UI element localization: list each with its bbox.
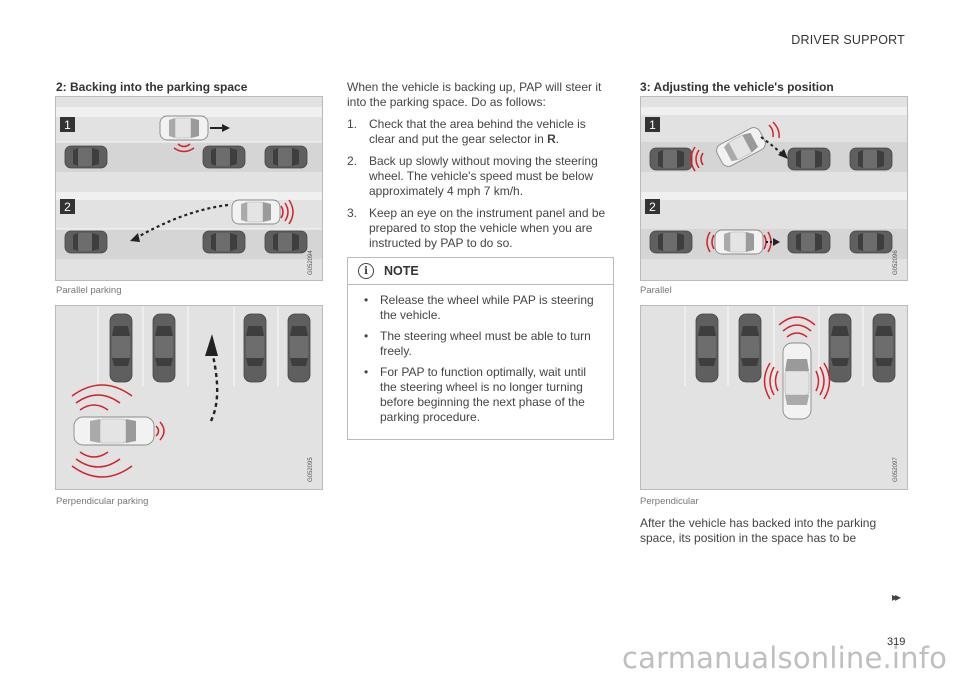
steps-list: 1. Check that the area behind the vehicl… bbox=[347, 117, 612, 258]
step-badge-1: 1 bbox=[649, 118, 656, 132]
note-box: i NOTE • Release the wheel while PAP is s… bbox=[347, 257, 614, 440]
step-text: Keep an eye on the instrument panel and … bbox=[369, 206, 606, 250]
step-text: Check that the area behind the vehicle i… bbox=[369, 117, 586, 146]
figure-code: G052096 bbox=[893, 250, 899, 275]
step-number: 2. bbox=[347, 154, 358, 168]
next-page-icon[interactable]: ▸▸ bbox=[892, 590, 901, 604]
intro-paragraph: When the vehicle is backing up, PAP will… bbox=[347, 80, 602, 109]
figure-perpendicular-adjust: G052097 bbox=[640, 305, 908, 490]
figure-code: G052097 bbox=[893, 457, 899, 482]
note-header: i NOTE bbox=[348, 258, 613, 285]
figure-code: G052095 bbox=[308, 457, 314, 482]
note-item: • Release the wheel while PAP is steering… bbox=[360, 293, 601, 323]
note-text: The steering wheel must be able to turn … bbox=[380, 329, 591, 358]
step-text: Back up slowly without moving the steeri… bbox=[369, 154, 598, 198]
figure-parallel-parking: 1 2 G052094 bbox=[55, 96, 323, 281]
figure-perpendicular-parking: G052095 bbox=[55, 305, 323, 490]
note-item: • The steering wheel must be able to turn… bbox=[360, 329, 601, 359]
section-title-backing: 2: Backing into the parking space bbox=[56, 80, 248, 94]
step-item: 1. Check that the area behind the vehicl… bbox=[347, 117, 612, 147]
bullet: • bbox=[364, 293, 369, 307]
section-title-adjusting: 3: Adjusting the vehicle's position bbox=[640, 80, 834, 94]
section-header: DRIVER SUPPORT bbox=[791, 33, 905, 47]
info-icon: i bbox=[358, 263, 374, 279]
step-badge-1: 1 bbox=[64, 118, 71, 132]
figure-caption-perpendicular-parking: Perpendicular parking bbox=[56, 496, 149, 507]
step-number: 3. bbox=[347, 206, 358, 220]
note-title: NOTE bbox=[384, 264, 419, 278]
bullet: • bbox=[364, 365, 369, 379]
note-list: • Release the wheel while PAP is steering… bbox=[348, 285, 613, 439]
figure-caption-perpendicular: Perpendicular bbox=[640, 496, 699, 507]
figure-code: G052094 bbox=[308, 250, 314, 275]
adjust-paragraph: After the vehicle has backed into the pa… bbox=[640, 516, 877, 545]
page-number: 319 bbox=[887, 636, 906, 648]
figure-caption-parallel-parking: Parallel parking bbox=[56, 285, 122, 296]
figure-caption-parallel: Parallel bbox=[640, 285, 672, 296]
step-text-end: . bbox=[555, 132, 560, 146]
step-item: 3. Keep an eye on the instrument panel a… bbox=[347, 206, 612, 251]
note-item: • For PAP to function optimally, wait unt… bbox=[360, 365, 601, 425]
step-item: 2. Back up slowly without moving the ste… bbox=[347, 154, 612, 199]
step-number: 1. bbox=[347, 117, 358, 131]
step-badge-2: 2 bbox=[64, 200, 71, 214]
watermark: carmanualsonline.info bbox=[622, 641, 948, 675]
step-badge-2: 2 bbox=[649, 200, 656, 214]
gear-letter: R bbox=[547, 132, 556, 146]
note-text: Release the wheel while PAP is steering … bbox=[380, 293, 594, 322]
figure-parallel-adjust: 1 2 G052096 bbox=[640, 96, 908, 281]
note-text: For PAP to function optimally, wait unti… bbox=[380, 365, 587, 424]
bullet: • bbox=[364, 329, 369, 343]
